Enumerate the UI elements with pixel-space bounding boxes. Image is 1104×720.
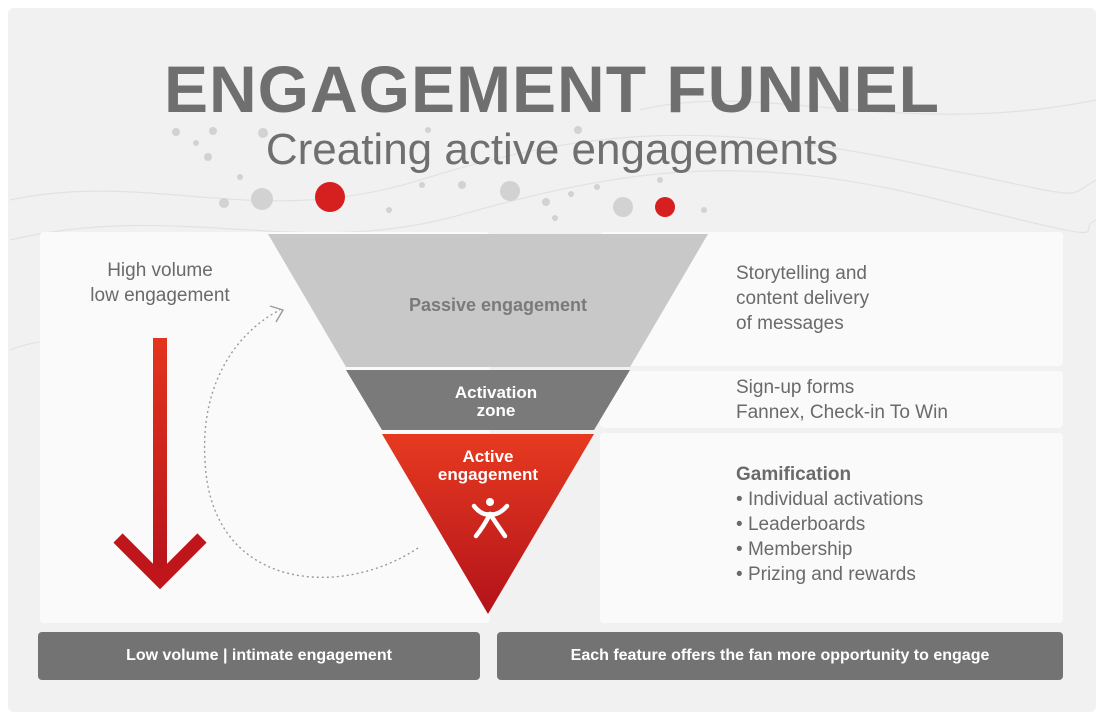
cycle-arrow-icon [203,305,419,579]
volume-note: High volume low engagement [60,258,260,308]
page-title: ENGAGEMENT FUNNEL [164,52,940,126]
decorative-red-drops [315,182,675,217]
stage-label-passive: Passive engagement [348,296,648,314]
page-subtitle: Creating active engagements [265,125,839,174]
description-active: Gamification Individual activations Lead… [736,462,923,587]
person-cheer-icon [471,498,510,539]
stage-label-active: Active engagement [398,448,578,484]
description-activation-line: Fannex, Check-in To Win [736,402,948,423]
volume-note-line1: High volume [107,260,213,281]
description-active-list: Individual activations Leaderboards Memb… [736,487,923,587]
funnel-stage-activation [346,370,630,430]
description-activation: Sign-up forms Fannex, Check-in To Win [736,375,948,425]
panel-activation [600,371,1063,428]
stage-label-activation-line1: Activation [454,383,538,402]
footer-right-bar: Each feature offers the fan more opportu… [497,632,1063,680]
description-passive-line: of messages [736,313,844,334]
list-item: Membership [736,537,923,562]
funnel-stage-passive [268,234,708,367]
stage-label-activation: Activation zone [396,384,596,420]
stage-label-activation-line2: zone [476,401,516,420]
down-arrow-icon [113,338,207,590]
list-item: Individual activations [736,487,923,512]
stage-label-active-line1: Active [462,447,514,466]
description-passive-line: Storytelling and [736,263,867,284]
footer-left-text: Low volume | intimate engagement [126,647,392,664]
list-item: Prizing and rewards [736,562,923,587]
description-passive-line: content delivery [736,288,870,309]
description-passive: Storytelling and content delivery of mes… [736,261,869,336]
funnel-stage-active [382,434,594,614]
description-activation-line: Sign-up forms [736,377,855,398]
stage-label-passive-text: Passive engagement [408,295,588,315]
description-active-heading: Gamification [736,464,852,485]
volume-note-line2: low engagement [90,285,230,306]
footer-left-bar: Low volume | intimate engagement [38,632,480,680]
footer-right-text: Each feature offers the fan more opportu… [570,647,990,664]
decorative-dots [172,126,707,221]
stage-label-active-line2: engagement [437,465,539,484]
list-item: Leaderboards [736,512,923,537]
